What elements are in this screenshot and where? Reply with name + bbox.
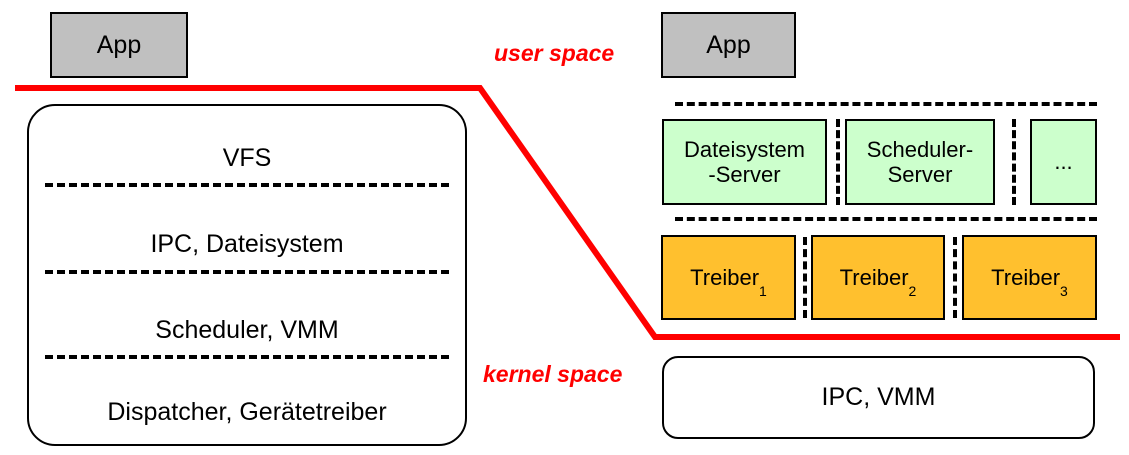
- server-label: Scheduler- Server: [867, 137, 973, 188]
- kernel-layer-scheduler-vmm: Scheduler, VMM: [29, 302, 465, 358]
- server-box-more: ...: [1030, 119, 1097, 205]
- driver-separator: [953, 237, 957, 318]
- server-separator: [1012, 119, 1016, 205]
- driver-label-text: Treiber: [991, 264, 1061, 290]
- server-separator: [836, 119, 840, 205]
- microkernel-core-box: IPC, VMM: [662, 356, 1095, 439]
- kernel-layer-divider: [45, 355, 449, 359]
- kernel-layer-divider: [45, 183, 449, 187]
- server-label-ellipsis: ...: [1054, 149, 1073, 175]
- user-space-label: user space: [494, 40, 615, 66]
- driver-box-2: Treiber2: [811, 235, 945, 320]
- server-label-line2: -Server: [708, 162, 781, 187]
- server-label: Dateisystem -Server: [684, 137, 805, 188]
- server-box-scheduler: Scheduler- Server: [845, 119, 995, 205]
- driver-label-index: 2: [908, 283, 917, 300]
- kernel-layer-label: VFS: [222, 143, 272, 172]
- microkernel-core-label: IPC, VMM: [821, 383, 936, 411]
- kernel-space-label: kernel space: [483, 361, 623, 387]
- driver-separator: [803, 237, 807, 318]
- kernel-layer-label: Scheduler, VMM: [155, 315, 339, 344]
- monolithic-kernel-container: VFS IPC, Dateisystem Scheduler, VMM Disp…: [27, 104, 467, 446]
- kernel-layer-label: IPC, Dateisystem: [150, 229, 344, 258]
- app-label-right: App: [706, 30, 751, 59]
- kernel-layer-vfs: VFS: [29, 130, 465, 186]
- app-box-right: App: [661, 12, 796, 78]
- driver-box-1: Treiber1: [661, 235, 796, 320]
- driver-label: Treiber3: [991, 264, 1068, 298]
- server-row-divider-top: [675, 102, 1097, 106]
- driver-label: Treiber1: [690, 264, 767, 298]
- app-label-left: App: [96, 30, 142, 59]
- driver-label: Treiber2: [839, 264, 917, 298]
- server-label-line1: Scheduler-: [866, 136, 974, 162]
- kernel-layer-dispatcher-geraetetreiber: Dispatcher, Gerätetreiber: [29, 384, 465, 440]
- server-box-dateisystem: Dateisystem -Server: [662, 119, 827, 205]
- driver-label-text: Treiber: [839, 264, 909, 290]
- driver-label-text: Treiber: [690, 264, 760, 290]
- kernel-layer-divider: [45, 270, 449, 274]
- app-box-left: App: [50, 12, 188, 78]
- server-label-line1: Dateisystem: [683, 136, 806, 162]
- driver-box-3: Treiber3: [962, 235, 1097, 320]
- driver-label-index: 1: [759, 283, 767, 300]
- server-label-line2: Server: [887, 162, 953, 187]
- server-row-divider-bottom: [675, 217, 1097, 221]
- kernel-layer-ipc-dateisystem: IPC, Dateisystem: [29, 216, 465, 272]
- driver-label-index: 3: [1060, 283, 1068, 300]
- kernel-layer-label: Dispatcher, Gerätetreiber: [107, 397, 387, 426]
